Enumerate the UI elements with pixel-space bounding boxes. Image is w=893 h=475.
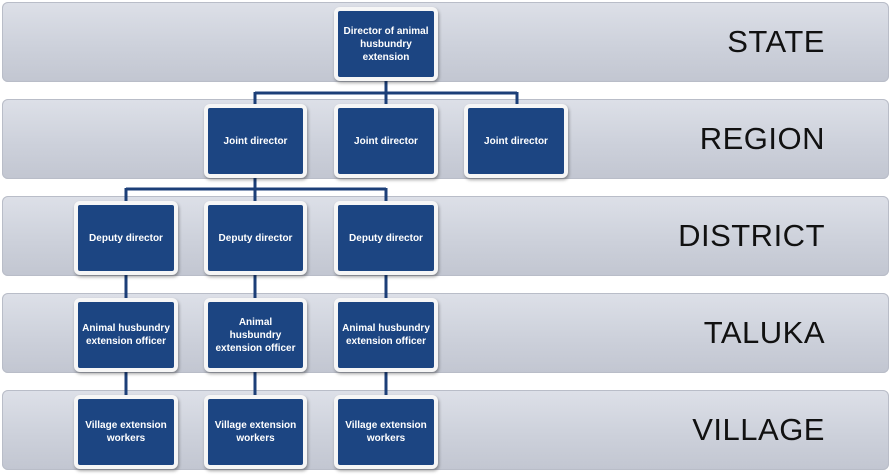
level-label-taluka: TALUKA xyxy=(703,315,825,350)
level-label-region: REGION xyxy=(699,121,825,156)
node-village-workers-1: Village extension workers xyxy=(74,395,178,469)
level-label-state: STATE xyxy=(727,24,825,59)
node-joint-director-3: Joint director xyxy=(464,104,568,178)
node-village-workers-3: Village extension workers xyxy=(334,395,438,469)
node-deputy-director-2: Deputy director xyxy=(204,201,307,275)
band-region: REGION xyxy=(2,99,889,179)
node-extension-officer-1: Animal husbundry extension officer xyxy=(74,298,178,372)
node-director: Director of animal husbundry extension xyxy=(334,7,438,81)
node-deputy-director-3: Deputy director xyxy=(334,201,438,275)
node-deputy-director-1: Deputy director xyxy=(74,201,178,275)
node-village-workers-2: Village extension workers xyxy=(204,395,307,469)
band-state: STATE xyxy=(2,2,889,82)
node-extension-officer-3: Animal husbundry extension officer xyxy=(334,298,438,372)
level-label-district: DISTRICT xyxy=(678,218,825,253)
node-extension-officer-2: Animal husbundry extension officer xyxy=(204,298,307,372)
node-joint-director-1: Joint director xyxy=(204,104,307,178)
node-joint-director-2: Joint director xyxy=(334,104,438,178)
level-label-village: VILLAGE xyxy=(692,412,825,447)
